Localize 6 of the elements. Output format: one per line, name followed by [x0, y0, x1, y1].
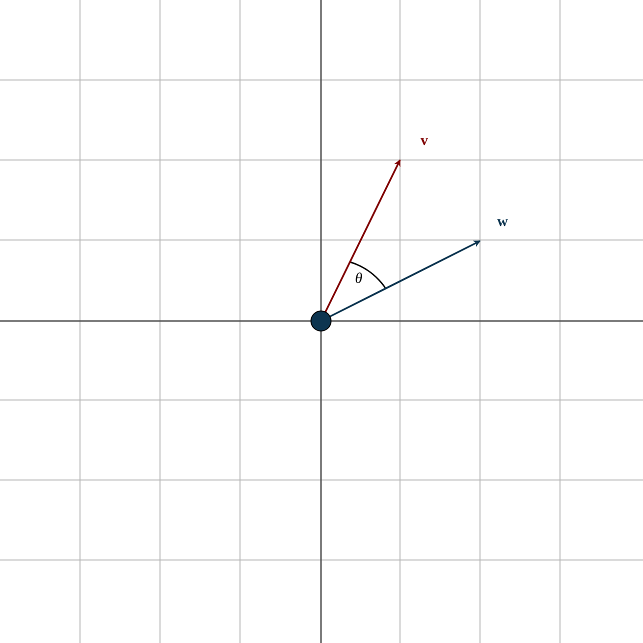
vector-label: w: [497, 215, 509, 230]
vector-label: v: [420, 134, 429, 149]
angle-label: θ: [355, 272, 362, 287]
origin-point: [310, 310, 332, 332]
vector-arrow: [330, 240, 481, 318]
vector-arrow: [324, 159, 401, 312]
